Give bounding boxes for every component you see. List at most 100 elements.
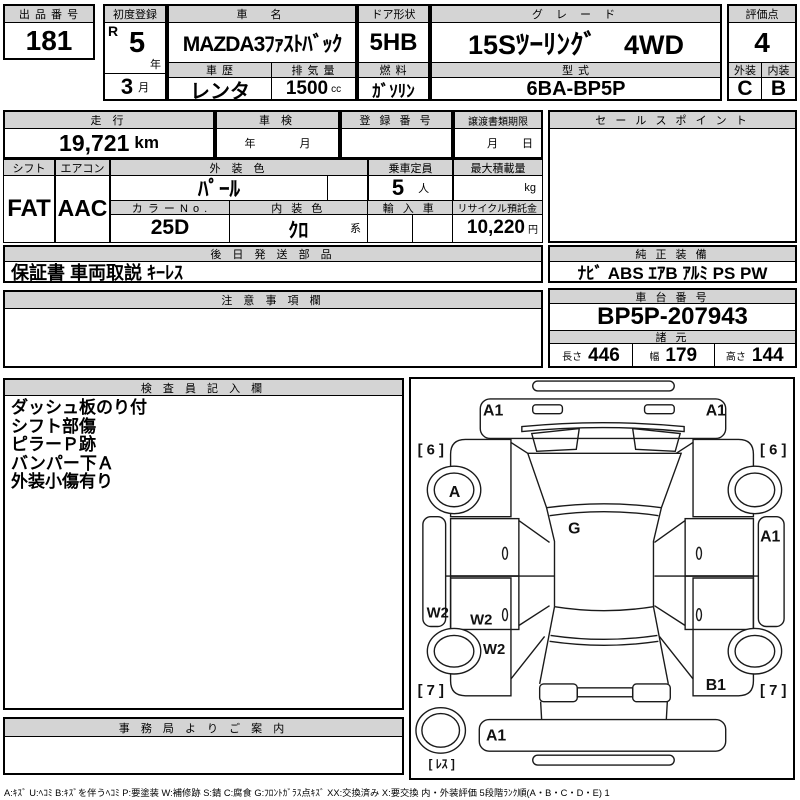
sales-point-label: セ ー ル ス ポ イ ン ト [550, 112, 795, 129]
interior-color-cell: ｸﾛ 系 [228, 213, 368, 243]
mark-wheel-front-left: A [449, 484, 461, 501]
capacity-cell: 5 人 [368, 174, 453, 202]
capacity-value: 5 [391, 175, 405, 200]
later-parts-value: 保証書 車両取説 ｷｰﾚｽ [11, 262, 184, 283]
month-suffix: 月 [138, 81, 150, 94]
score-value: 4 [729, 23, 795, 63]
shift-value: FAT [3, 174, 55, 243]
notice-box: 注 意 事 項 欄 [3, 290, 543, 368]
oem-equipment-box: 純 正 装 備 ﾅﾋﾞ ABS ｴｱB ｱﾙﾐ PS PW [548, 245, 797, 283]
import-cell [366, 213, 453, 243]
grade-value: 15Sﾂｰﾘﾝｸﾞ 4WD [432, 23, 720, 63]
first-registration-year-cell: R 5 年 [105, 23, 165, 74]
door-front-left [449, 517, 520, 577]
spec-length-label: 長さ [562, 352, 583, 363]
office-box: 事 務 局 よ り ご 案 内 [3, 717, 404, 775]
spec-width-cell: 幅 179 [633, 344, 715, 367]
grade-label: グ レ ー ド [432, 6, 720, 23]
front-bumper-panel [479, 398, 727, 440]
fuel-value: ｶﾞｿﾘﾝ [372, 81, 415, 101]
interior-label: 内装 [762, 63, 795, 78]
front-top-strip [532, 380, 675, 392]
inspector-note: バンパー下Ａ [11, 453, 114, 473]
mileage-unit: km [134, 133, 159, 152]
wheels [415, 465, 783, 754]
mark-windshield: G [568, 520, 580, 537]
hatch-bottom-sides [539, 701, 669, 720]
inspector-note: 外装小傷有り [11, 472, 113, 491]
front-grille-left [532, 404, 564, 415]
spec-width-label: 幅 [649, 352, 660, 363]
door-shape-box: ドア形状 5HB 燃 料 ｶﾞｿﾘﾝ [357, 4, 430, 101]
score-subheaders: 外装 内装 [729, 63, 795, 78]
wiper-right [631, 427, 682, 453]
inspector-note: ピラーＰ跡 [11, 435, 96, 454]
shaken-year-placeholder: 年 [244, 138, 256, 150]
transfer-month-placeholder: 月 [487, 138, 498, 150]
door-handle [695, 546, 703, 560]
max-load-cell: kg [453, 174, 543, 202]
mark-spare: [ ﾚｽ ] [428, 757, 454, 771]
mark-front-left: A1 [483, 403, 503, 420]
mark-front-right: A1 [706, 403, 726, 420]
spec-height-value: 144 [751, 344, 784, 366]
auction-number-box: 出 品 番 号 181 [3, 4, 95, 60]
door-bottom-seams [518, 605, 686, 627]
spec-row: 長さ 446 幅 179 高さ 144 [550, 344, 795, 367]
exterior-grade: C [729, 77, 762, 100]
door-front-right [684, 517, 755, 577]
quarter-seams [510, 635, 694, 680]
mark-rocker-left: W2 [427, 606, 449, 622]
later-parts-box: 後 日 発 送 部 品 保証書 車両取説 ｷｰﾚｽ [3, 245, 543, 283]
car-name-box: 車 名 MAZDA3ﾌｧｽﾄﾊﾞｯｸ 車 歴 排 気 量 レンタ 1500 cc [167, 4, 357, 103]
rear-beam [576, 687, 634, 698]
inspector-note: ダッシュ板のり付 [11, 398, 147, 417]
spec-width-value: 179 [665, 344, 698, 366]
mileage-value: 19,721 [59, 129, 130, 156]
mark-tread-front-left: [ 6 ] [418, 442, 444, 458]
mark-quarter-right: B1 [706, 677, 726, 694]
chassis-value: BP5P-207943 [550, 303, 795, 331]
transfer-deadline-label: 譲渡書類期限 [455, 112, 541, 129]
door-top-seams [518, 520, 686, 543]
wheel-front-left-inner [433, 472, 475, 508]
mark-tread-rear-left: [ 7 ] [418, 683, 444, 699]
door-rear-right [684, 575, 755, 631]
score-subvalues: C B [729, 77, 795, 100]
history-label: 車 歴 [169, 63, 272, 78]
auction-number-value: 181 [25, 24, 73, 56]
rear-window-curve2 [549, 640, 659, 646]
car-outline [422, 380, 785, 766]
first-registration-box: 初度登録 R 5 年 3 月 [103, 4, 167, 101]
mileage-label: 走 行 [5, 112, 213, 129]
roof-rear-curve [554, 606, 654, 612]
mark-door-left-2: W2 [483, 642, 505, 658]
quarter-rear-right [692, 577, 755, 697]
shaken-cell: 年 月 [217, 129, 338, 157]
oem-equipment-value: ﾅﾋﾞ ABS ｴｱB ｱﾙﾐ PS PW [577, 264, 768, 283]
door-shape-label: ドア形状 [359, 6, 428, 23]
model-code-value: 6BA-BP5P [526, 77, 626, 100]
first-registration-label: 初度登録 [105, 6, 165, 23]
car-name-value: MAZDA3ﾌｧｽﾄﾊﾞｯｸ [169, 23, 355, 63]
capacity-label: 乗車定員 [368, 159, 453, 176]
interior-grade: B [770, 77, 787, 100]
hatch-side-right [652, 606, 669, 685]
front-grille-right [643, 404, 675, 415]
recycle-cell: 10,220 円 [451, 213, 543, 243]
recycle-unit: 円 [528, 224, 538, 236]
door-handle [501, 546, 509, 560]
wheel-front-right-inner [734, 472, 776, 508]
quarter-rear-left [449, 577, 512, 697]
aircon-value: AAC [55, 174, 110, 243]
hood [526, 452, 683, 509]
mileage-box: 走 行 19,721 km [3, 110, 215, 159]
sales-point-box: セ ー ル ス ポ イ ン ト [548, 110, 797, 243]
cowl-strip [521, 421, 685, 433]
spec-length-value: 446 [588, 344, 620, 366]
registration-number-box: 登 録 番 号 [340, 110, 453, 159]
rear-bumper-panel [478, 718, 727, 752]
inspector-note: シフト部傷 [11, 416, 96, 436]
color-no-value: 25D [110, 213, 230, 243]
